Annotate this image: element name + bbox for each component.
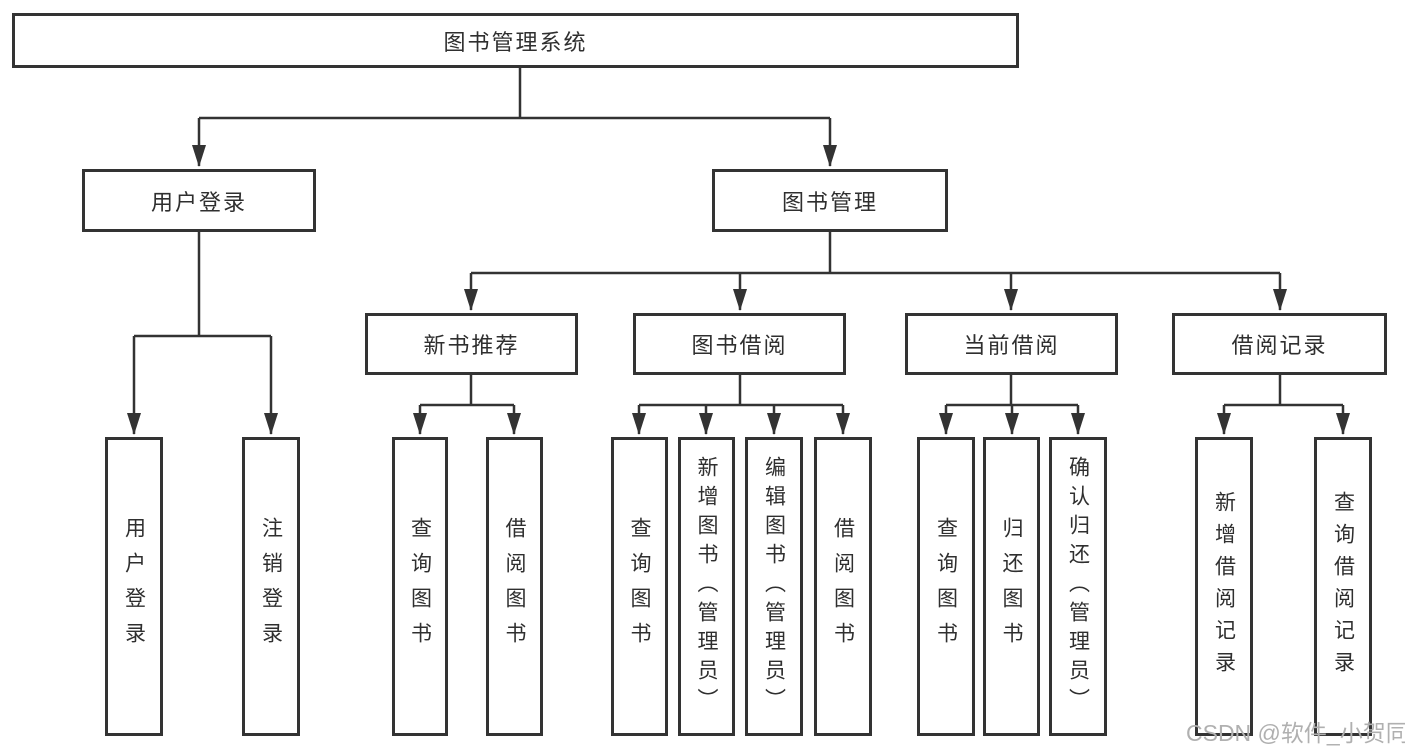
node-user-login-label: 用户登录	[150, 189, 247, 215]
leaf-cb-return-books: 归还图书	[983, 437, 1040, 736]
leaf-user-login: 用户登录	[105, 437, 163, 736]
leaf-br-query-record: 查询借阅记录	[1314, 437, 1372, 736]
leaf-bb-query-books: 查询图书	[611, 437, 668, 736]
leaf-nb-query-books-label: 查询图书	[408, 516, 432, 657]
csdn-watermark: CSDN @软件_小贺同学	[1186, 720, 1405, 746]
node-root-label: 图书管理系统	[443, 29, 588, 55]
leaf-bb-borrow-books: 借阅图书	[814, 437, 872, 736]
leaf-bb-borrow-books-label: 借阅图书	[831, 516, 855, 657]
node-book-borrowing-label: 图书借阅	[691, 333, 788, 358]
leaf-bb-add-books-admin: 新增图书（管理员）	[678, 437, 735, 736]
leaf-br-add-record: 新增借阅记录	[1195, 437, 1253, 736]
leaf-user-login-label: 用户登录	[122, 516, 146, 657]
leaf-bb-edit-books-admin-label: 编辑图书（管理员）	[762, 456, 786, 717]
node-new-book-recommend-label: 新书推荐	[423, 333, 520, 358]
node-user-login: 用户登录	[82, 169, 316, 232]
node-new-book-recommend: 新书推荐	[365, 313, 578, 375]
leaf-logout: 注销登录	[242, 437, 300, 736]
node-book-management: 图书管理	[712, 169, 948, 232]
leaf-nb-borrow-books: 借阅图书	[486, 437, 543, 736]
leaf-cb-query-books: 查询图书	[917, 437, 975, 736]
leaf-cb-query-books-label: 查询图书	[934, 516, 958, 657]
leaf-bb-edit-books-admin: 编辑图书（管理员）	[745, 437, 803, 736]
node-book-borrowing: 图书借阅	[633, 313, 846, 375]
node-root-system: 图书管理系统	[12, 13, 1019, 68]
leaf-bb-query-books-label: 查询图书	[628, 516, 651, 657]
node-current-borrowing-label: 当前借阅	[963, 333, 1060, 358]
node-borrowing-records-label: 借阅记录	[1231, 333, 1328, 358]
node-borrowing-records: 借阅记录	[1172, 313, 1387, 375]
leaf-cb-return-books-label: 归还图书	[1000, 516, 1023, 657]
node-book-management-label: 图书管理	[781, 189, 878, 215]
leaf-logout-label: 注销登录	[259, 516, 283, 657]
node-current-borrowing: 当前借阅	[905, 313, 1118, 375]
leaf-br-add-record-label: 新增借阅记录	[1212, 490, 1236, 683]
leaf-cb-confirm-return-admin: 确认归还（管理员）	[1049, 437, 1107, 736]
leaf-bb-add-books-admin-label: 新增图书（管理员）	[695, 456, 718, 717]
leaf-cb-confirm-return-admin-label: 确认归还（管理员）	[1066, 456, 1090, 717]
leaf-br-query-record-label: 查询借阅记录	[1331, 490, 1355, 683]
leaf-nb-query-books: 查询图书	[392, 437, 448, 736]
leaf-nb-borrow-books-label: 借阅图书	[503, 516, 526, 657]
